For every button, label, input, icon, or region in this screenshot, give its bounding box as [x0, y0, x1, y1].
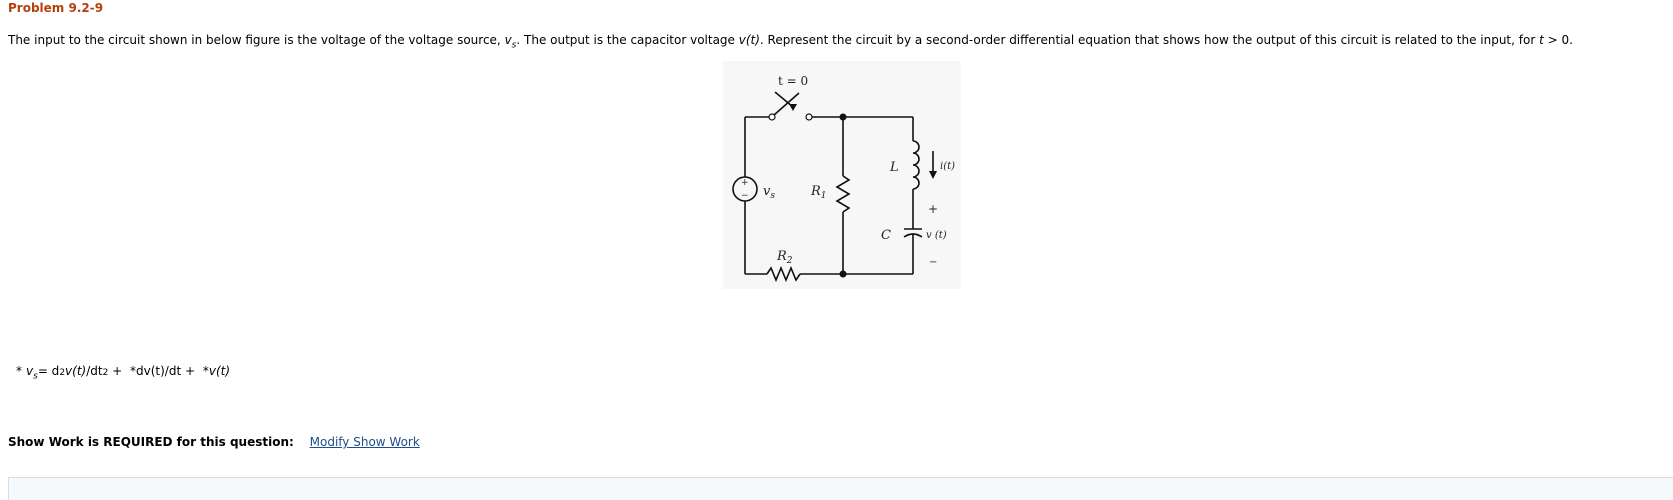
r2-resistor — [766, 265, 801, 283]
problem-title: Problem 9.2-9 — [8, 1, 104, 15]
voltage-source-circle — [732, 176, 758, 202]
statement-text-2: . The output is the capacitor voltage — [516, 33, 739, 47]
junction-top — [839, 113, 847, 121]
eq-dvdt: dv(t)/dt — [136, 364, 182, 378]
r1-label: R1 — [810, 184, 827, 201]
switch-terminal-right — [805, 113, 813, 121]
current-arrow-head — [929, 171, 937, 179]
switch-terminal-left — [768, 113, 776, 121]
source-minus: − — [741, 191, 749, 201]
switch-label: t = 0 — [778, 74, 808, 88]
capacitor-minus: − — [929, 257, 937, 268]
eq-plus-2: + — [181, 364, 199, 378]
switch-blade — [773, 92, 800, 116]
circuit-figure: t = 0 + − vs R1 R2 L i(t) + C v (t) − — [723, 61, 961, 289]
eq-equals: = d — [37, 364, 60, 378]
star-1: * — [16, 364, 22, 378]
statement-vt: v(t) — [738, 33, 760, 47]
r2-label: R2 — [776, 249, 793, 266]
switch-arrow-head — [789, 104, 797, 111]
circuit-diagram: t = 0 + − vs R1 R2 L i(t) + C v (t) − — [732, 74, 955, 283]
source-label: vs — [763, 184, 775, 201]
inductor — [912, 140, 920, 190]
eq-vt-2: v(t) — [208, 364, 231, 378]
show-work-panel[interactable] — [8, 477, 1673, 500]
star-2: * — [130, 364, 137, 378]
r1-resistor — [835, 175, 851, 213]
eq-vs: vs — [26, 364, 38, 382]
source-plus: + — [741, 178, 749, 188]
statement-text-4: > 0. — [1543, 33, 1573, 47]
statement-vs: vs — [504, 33, 517, 51]
capacitor-plus: + — [928, 202, 938, 216]
junction-bottom — [839, 270, 847, 278]
inductor-label: L — [889, 160, 899, 175]
statement-text-1: The input to the circuit shown in below … — [8, 33, 505, 47]
star-3: * — [202, 364, 209, 378]
show-work-required-label: Show Work is REQUIRED for this question: — [8, 435, 294, 449]
eq-dt: /dt — [86, 364, 103, 378]
show-work-row: Show Work is REQUIRED for this question:… — [8, 435, 420, 449]
eq-plus-1: + — [108, 364, 127, 378]
statement-t: t — [1539, 33, 1544, 47]
capacitor-label: C — [881, 228, 891, 243]
problem-statement: The input to the circuit shown in below … — [8, 33, 1573, 50]
eq-sup-2: 2 — [102, 368, 109, 378]
statement-text-3: . Represent the circuit by a second-orde… — [759, 33, 1540, 47]
modify-show-work-link[interactable]: Modify Show Work — [309, 435, 420, 449]
capacitor-voltage-label: v (t) — [926, 230, 947, 241]
eq-sup-1: 2 — [59, 368, 66, 378]
eq-vt: v(t) — [65, 364, 87, 378]
current-label: i(t) — [940, 161, 955, 172]
